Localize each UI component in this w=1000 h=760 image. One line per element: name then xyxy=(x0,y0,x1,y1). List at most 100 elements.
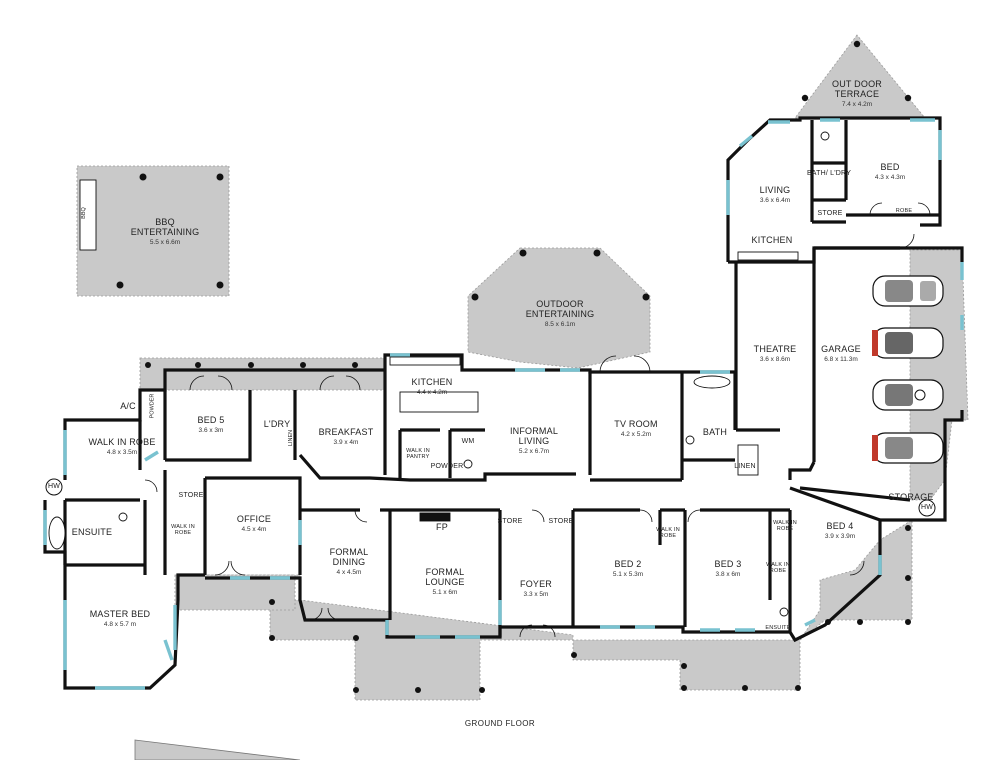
front-terrace-fill xyxy=(177,519,913,701)
exterior-wall xyxy=(63,368,385,480)
room-name: KITCHEN xyxy=(751,235,793,245)
door-swing xyxy=(531,509,545,523)
room-name: OUTDOOR ENTERTAINING xyxy=(525,299,595,319)
room-label-wir-c: WALK IN ROBE xyxy=(773,520,797,532)
room-label-store-c: STORE xyxy=(549,518,574,526)
room-name: KITCHEN xyxy=(411,377,453,387)
room-name: A/C xyxy=(120,401,136,411)
room-label-ensuite: ENSUITE xyxy=(71,527,113,538)
room-dimensions: 3.3 x 5m xyxy=(523,590,549,598)
side-terrace-left-fill xyxy=(174,574,296,611)
post xyxy=(904,94,912,102)
room-name: POWDER xyxy=(430,463,464,470)
door-swing xyxy=(354,509,368,523)
room-label-hw-left: HW xyxy=(48,483,60,491)
post xyxy=(742,685,748,691)
room-name: BED xyxy=(880,162,900,172)
room-name: FORMAL LOUNGE xyxy=(425,567,465,587)
hw-circle xyxy=(45,478,63,496)
room-label-store-b: STORE xyxy=(498,518,523,526)
room-name: FOYER xyxy=(519,579,553,589)
windows xyxy=(43,118,964,690)
door-swing xyxy=(639,509,653,523)
toilet xyxy=(463,459,473,469)
room-name: WALK IN PANTRY xyxy=(406,448,430,461)
door-swing xyxy=(319,375,335,391)
room-dimensions: 5.1 x 6m xyxy=(432,588,458,596)
room-label-wir-a: WALK IN ROBE xyxy=(171,524,195,536)
bbq-counter xyxy=(79,179,97,251)
bottom-wedge xyxy=(134,739,301,760)
post xyxy=(681,685,687,691)
room-name: WALK IN ROBE xyxy=(88,437,156,447)
room-dimensions: 3.6 x 6.4m xyxy=(759,196,791,204)
linen-shelf xyxy=(737,444,759,476)
door-swing xyxy=(327,607,341,621)
room-dimensions: 7.4 x 4.2m xyxy=(841,100,873,108)
room-label-wir-d: WALK IN ROBE xyxy=(766,562,790,574)
toilet xyxy=(685,435,695,445)
window xyxy=(738,134,754,148)
room-dimensions: 4.2 x 5.2m xyxy=(620,430,652,438)
room-name: HW xyxy=(920,504,934,511)
post xyxy=(216,281,224,289)
room-name: ENSUITE xyxy=(71,527,113,537)
room-name: WALK IN ROBE xyxy=(766,562,790,575)
bathtub xyxy=(693,375,731,389)
bbq-entertaining-fill xyxy=(76,165,230,297)
post xyxy=(853,40,861,48)
room-name: STORE xyxy=(178,492,204,499)
room-name: WALK IN ROBE xyxy=(773,520,797,533)
fireplace xyxy=(419,512,451,522)
top-terrace-fill xyxy=(139,357,386,391)
post xyxy=(353,687,359,693)
door-swings xyxy=(144,202,931,638)
door-swing xyxy=(899,233,915,249)
room-name: WM xyxy=(461,438,475,445)
post xyxy=(471,293,479,301)
room-name: WALK IN ROBE xyxy=(656,527,680,540)
room-name: FORMAL DINING xyxy=(329,547,369,567)
room-name: STORAGE xyxy=(888,492,934,502)
room-label-bbq-unit: BBQ xyxy=(80,207,87,219)
interior-wall xyxy=(298,453,576,482)
hw-markers xyxy=(45,478,936,517)
post xyxy=(795,685,801,691)
room-name: BBQ ENTERTAINING xyxy=(130,217,200,237)
room-label-wm: WM xyxy=(462,438,475,446)
door-swing xyxy=(633,355,651,373)
door-swing xyxy=(217,375,233,391)
room-name: BATH xyxy=(702,427,728,437)
floor-label: GROUND FLOOR xyxy=(464,719,536,728)
fixtures xyxy=(48,131,830,617)
garage-cars xyxy=(872,275,944,464)
door-swing xyxy=(144,479,158,493)
room-name: STORE xyxy=(548,518,574,525)
room-dimensions: 3.9 x 4m xyxy=(333,438,359,446)
window xyxy=(163,639,174,661)
post xyxy=(905,525,911,531)
door-swing xyxy=(599,355,617,373)
room-name: MASTER BED xyxy=(89,609,151,619)
room-dimensions: 8.5 x 6.1m xyxy=(544,320,576,328)
room-name: BED 5 xyxy=(197,415,225,425)
post xyxy=(269,599,275,605)
post xyxy=(642,293,650,301)
room-label-wir-b: WALK IN ROBE xyxy=(656,527,680,539)
room-dimensions: 6.8 x 11.3m xyxy=(824,355,858,363)
terrace-posts xyxy=(116,40,912,693)
post xyxy=(857,619,863,625)
room-name: FP xyxy=(436,522,448,532)
